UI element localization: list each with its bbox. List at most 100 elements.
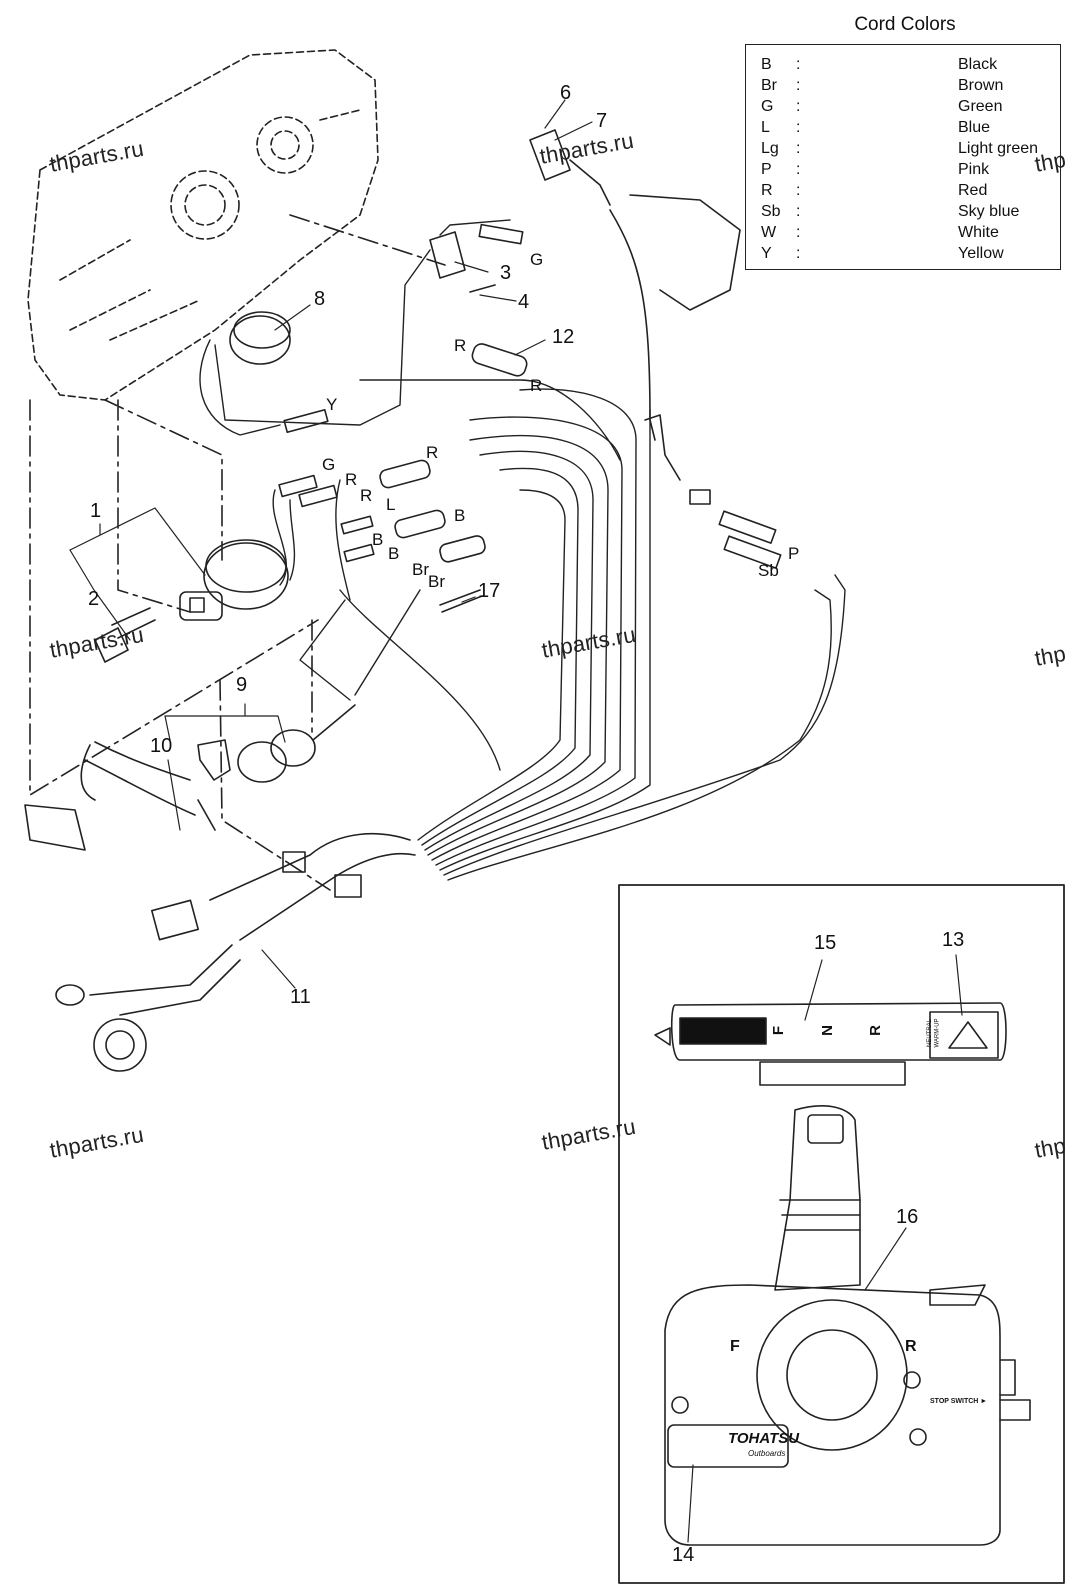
legend-name: White: [958, 224, 999, 241]
legend-row: Lg: Light green: [746, 140, 1060, 161]
part-number-16: 16: [896, 1206, 919, 1228]
legend-code: R: [761, 182, 773, 199]
part-number-15: 15: [814, 932, 837, 954]
wire-label: L: [386, 495, 396, 514]
ignition-switch: [179, 539, 289, 621]
part-number-2: 2: [88, 588, 100, 610]
connectors: [278, 223, 524, 563]
part-number-8: 8: [314, 288, 326, 310]
legend-row: P: Pink: [746, 161, 1060, 182]
legend-name: Black: [958, 56, 998, 73]
watermark: thp: [1032, 146, 1068, 177]
legend-row: R: Red: [746, 182, 1060, 203]
wire-label: Br: [412, 560, 429, 579]
control-box: [664, 1284, 1031, 1546]
wire-label: R: [345, 470, 358, 489]
legend-name: Blue: [958, 119, 991, 136]
legend-sep: :: [796, 119, 801, 136]
legend-name: Light green: [958, 140, 1039, 157]
legend-code: P: [761, 161, 772, 178]
neutral-label: NEUTRAL: [927, 1018, 934, 1048]
panel-plate: [654, 1002, 1007, 1086]
part-number-7: 7: [596, 110, 608, 132]
part-number-1: 1: [90, 500, 102, 522]
legend-code: Sb: [761, 203, 781, 220]
legend-name: Brown: [958, 77, 1004, 94]
wire-label: B: [388, 544, 400, 563]
part-number-3: 3: [500, 262, 512, 284]
key: [94, 607, 156, 663]
legend-code: Br: [761, 77, 777, 94]
legend-sep: :: [796, 224, 801, 241]
part-number-12: 12: [552, 326, 575, 348]
legend-sep: :: [796, 161, 801, 178]
part-number-9: 9: [236, 674, 248, 696]
lanyard-stop-switch: [24, 704, 356, 851]
legend-row: B:Black: [746, 56, 1060, 77]
legend-code: Lg: [761, 140, 779, 157]
legend-row: G:Green: [746, 98, 1060, 119]
clip: [439, 589, 483, 613]
leader-lines: [29, 214, 446, 891]
wire-label: Sb: [758, 561, 779, 580]
part-number-13: 13: [942, 929, 965, 951]
part-number-11: 11: [290, 986, 311, 1008]
legend-code: L: [761, 119, 770, 136]
inset-frame: [618, 884, 1065, 1584]
legend-sep: :: [796, 140, 801, 157]
part-number-10: 10: [150, 735, 173, 757]
legend-name: Sky blue: [958, 203, 1020, 220]
main-harness: [55, 832, 416, 1072]
wire-label: Y: [326, 395, 338, 414]
brand-logo: TOHATSU: [728, 1430, 800, 1447]
wire-label: B: [372, 530, 384, 549]
number-leaders: [69, 99, 963, 1543]
wire-label: R: [360, 486, 373, 505]
legend-sep: :: [796, 56, 801, 73]
legend-name: Red: [958, 182, 988, 199]
shift-letter-r: R: [866, 1025, 884, 1036]
legend-sep: :: [796, 245, 801, 262]
lever-r-mark: R: [905, 1338, 917, 1355]
wire-label: R: [530, 376, 543, 395]
wire-label: G: [530, 250, 544, 269]
legend-row: L: Blue: [746, 119, 1060, 140]
wire-label: R: [426, 443, 439, 462]
remote-housing: [27, 49, 379, 401]
stop-switch-label: STOP SWITCH ►: [930, 1398, 988, 1405]
legend-sep: :: [796, 98, 801, 115]
shift-letter-n: N: [818, 1025, 836, 1036]
legend-row: Sb: Sky blue: [746, 203, 1060, 224]
wire-label: G: [322, 455, 336, 474]
shift-cable: [609, 194, 782, 569]
warmup-label: WARM-UP: [934, 1018, 941, 1048]
brand-sub: Outboards: [748, 1449, 786, 1458]
buzzer: [229, 311, 291, 365]
part-number-17: 17: [478, 580, 501, 602]
legend-code: G: [761, 98, 774, 115]
control-lever: [774, 1105, 861, 1291]
legend-row: Y:Yellow: [746, 245, 1060, 266]
part-number-14: 14: [672, 1544, 695, 1566]
legend-title: Cord Colors: [854, 14, 956, 35]
legend-row: W: White: [746, 224, 1060, 245]
legend-row: Br: Brown: [746, 77, 1060, 98]
wire-label: B: [454, 506, 466, 525]
part-number-4: 4: [518, 291, 530, 313]
legend-sep: :: [796, 203, 801, 220]
legend-sep: :: [796, 182, 801, 199]
trim-switch: [529, 129, 611, 206]
legend-name: Pink: [958, 161, 990, 178]
shift-letter-f: F: [770, 1025, 788, 1036]
watermark: thp: [1032, 1132, 1068, 1163]
legend-sep: :: [796, 77, 801, 94]
wire-label: Br: [428, 572, 445, 591]
legend-code: W: [761, 224, 777, 241]
wire-label: R: [454, 336, 467, 355]
legend-name: Yellow: [958, 245, 1004, 262]
warm-up-switch: [429, 231, 496, 293]
wire-label: P: [788, 544, 800, 563]
part-number-6: 6: [560, 82, 572, 104]
